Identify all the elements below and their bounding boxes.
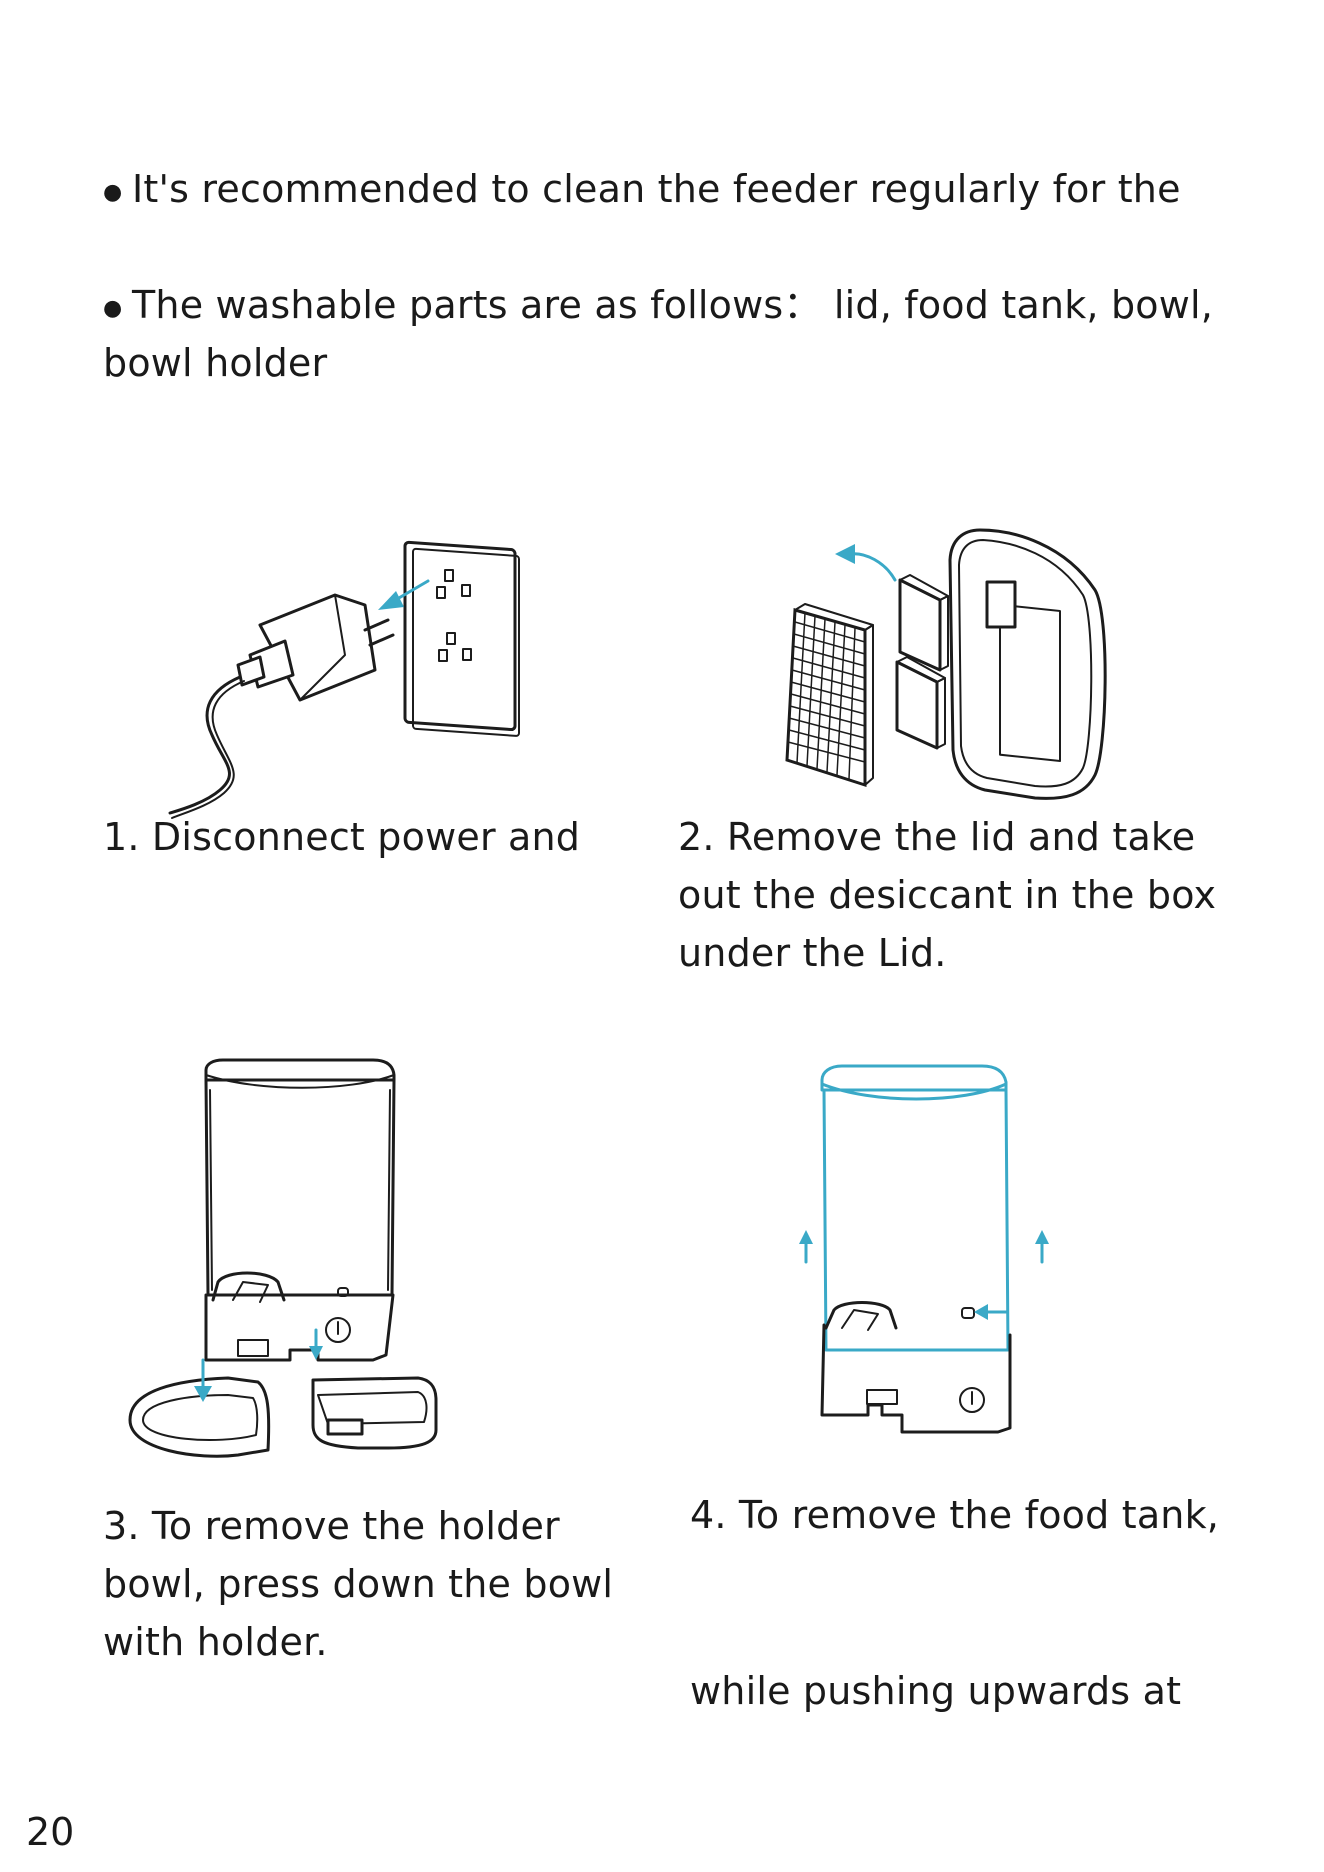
bullet-dot: ● xyxy=(103,180,123,205)
illustration-remove-bowl-holder xyxy=(128,1058,438,1458)
illustration-remove-lid-desiccant xyxy=(785,528,1107,800)
illustration-unplug-power xyxy=(168,540,520,819)
bullet-text-washable-parts-cont: bowl holder xyxy=(103,341,328,385)
bullet-text-cleaning: It's recommended to clean the feeder reg… xyxy=(132,167,1181,211)
bullet-text-washable-parts: The washable parts are as follows： lid, … xyxy=(132,283,1214,327)
illustration-remove-food-tank xyxy=(799,1064,1049,1434)
page-number: 20 xyxy=(26,1810,75,1854)
bullet-dot: ● xyxy=(103,296,123,321)
